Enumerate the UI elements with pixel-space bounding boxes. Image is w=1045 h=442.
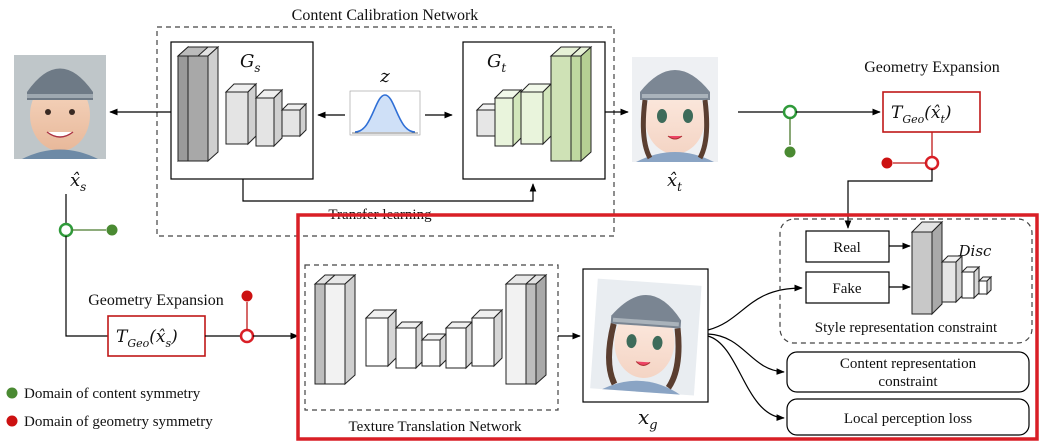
geometry-domain-dot-top bbox=[881, 157, 893, 169]
geometry-expansion-left-title: Geometry Expansion bbox=[88, 292, 224, 309]
legend-geometry-dot bbox=[6, 415, 18, 427]
generated-face-image bbox=[590, 278, 702, 396]
content-switch-node-top bbox=[782, 104, 798, 120]
texture-translation-network-box bbox=[304, 264, 559, 411]
legend-content-dot bbox=[6, 387, 18, 399]
anime-face-image bbox=[632, 57, 718, 162]
left-path-line bbox=[65, 236, 108, 337]
local-perception-label: Local perception loss bbox=[844, 411, 972, 427]
latent-z-label: z bbox=[379, 66, 390, 87]
xg-to-fake-arrow bbox=[707, 284, 803, 331]
target-generator-layers bbox=[475, 45, 593, 163]
style-constraint-label: Style representation constraint bbox=[815, 320, 998, 336]
geometry-domain-dot-left bbox=[241, 290, 253, 302]
t-geo-xt-box bbox=[882, 91, 981, 133]
geometry-expansion-top-title: Geometry Expansion bbox=[864, 59, 1000, 76]
source-generator-label: Gs bbox=[240, 51, 261, 75]
content-domain-dot-left bbox=[106, 224, 118, 236]
target-generator-label: Gt bbox=[487, 51, 506, 75]
fake-label: Fake bbox=[832, 281, 862, 297]
geometry-switch-node-top bbox=[924, 155, 940, 171]
xg-to-content-arrow bbox=[707, 333, 785, 375]
geometry-switch-node-left bbox=[239, 328, 255, 344]
t-geo-xt-label: TGeo(x̂t) bbox=[891, 103, 952, 126]
xg-to-local-arrow bbox=[707, 335, 785, 421]
t-geo-xs-box bbox=[107, 315, 206, 357]
t-geo-xs-label: TGeo(x̂s) bbox=[116, 327, 178, 350]
texture-translation-network-title: Texture Translation Network bbox=[348, 419, 522, 435]
content-calibration-network-box bbox=[156, 26, 615, 237]
x-t-hat-label: x̂t bbox=[667, 170, 682, 194]
local-perception-box bbox=[786, 398, 1030, 436]
real-box bbox=[805, 230, 890, 263]
source-generator-layers bbox=[176, 45, 308, 163]
content-calibration-network-title: Content Calibration Network bbox=[292, 7, 479, 24]
x-s-hat-label: x̂s bbox=[70, 170, 86, 194]
geometry-to-real-arrow bbox=[844, 169, 933, 229]
content-domain-dot-top bbox=[784, 146, 796, 158]
content-switch-node-left bbox=[58, 222, 74, 238]
fake-box bbox=[805, 271, 890, 304]
legend-content-label: Domain of content symmetry bbox=[24, 386, 201, 402]
content-constraint-box bbox=[786, 351, 1030, 393]
gaussian-curve bbox=[354, 94, 416, 133]
discriminator-layers bbox=[910, 220, 993, 316]
texture-translation-layers bbox=[313, 273, 548, 386]
x-g-label: xg bbox=[638, 405, 658, 433]
style-constraint-box bbox=[779, 218, 1033, 344]
real-face-image bbox=[14, 55, 106, 159]
transfer-learning-line bbox=[242, 179, 537, 202]
highlight-region bbox=[296, 213, 1039, 441]
real-label: Real bbox=[833, 240, 861, 256]
legend-geometry-label: Domain of geometry symmetry bbox=[24, 414, 213, 430]
disc-label: Disc bbox=[958, 242, 993, 260]
